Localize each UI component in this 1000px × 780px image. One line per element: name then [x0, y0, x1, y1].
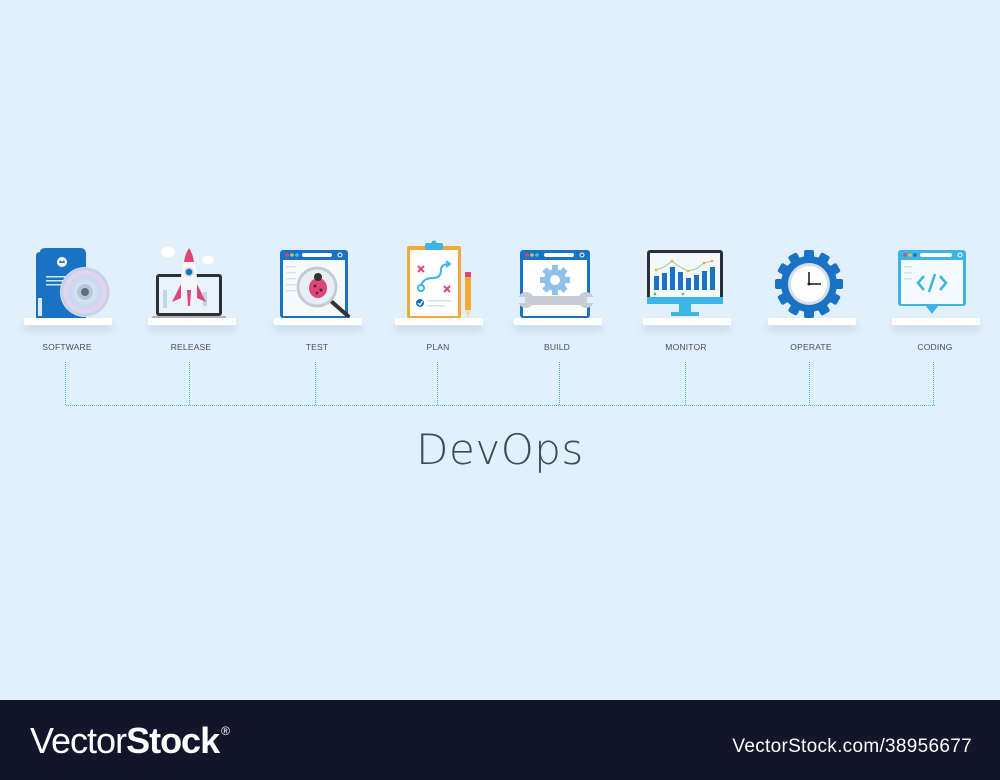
connector-plan	[437, 362, 438, 405]
shelf	[395, 318, 483, 325]
step-label: TEST	[305, 342, 329, 352]
infographic-canvas: SOFTWARE RELEASE	[22, 240, 990, 474]
step-label: SOFTWARE	[42, 342, 92, 352]
shelf	[514, 318, 602, 325]
registered-mark: ®	[221, 724, 230, 738]
step-label: PLAN	[426, 342, 450, 352]
gear-wrench-window-icon	[512, 240, 612, 324]
connector-release	[189, 362, 190, 405]
step-build: BUILD	[512, 240, 612, 360]
page-title: DevOps	[416, 425, 584, 474]
shelf	[274, 318, 362, 325]
monitor-chart-icon	[641, 240, 741, 324]
brand-bold: Stock	[126, 720, 220, 761]
connector-software	[65, 362, 66, 405]
connector-monitor	[685, 362, 686, 405]
shelf	[768, 318, 856, 325]
step-test: TEST	[272, 240, 372, 360]
step-plan: PLAN	[393, 240, 493, 360]
step-label: OPERATE	[790, 342, 832, 352]
connector-build	[559, 362, 560, 405]
code-window-icon	[890, 240, 990, 324]
gear-clock-icon	[766, 240, 866, 324]
step-label: MONITOR	[665, 342, 707, 352]
shelf	[148, 318, 236, 325]
shelf	[643, 318, 731, 325]
step-monitor: MONITOR	[641, 240, 741, 360]
footer-bar: VectorStock® VectorStock.com/38956677	[0, 700, 1000, 780]
brand-light: Vector	[30, 720, 127, 761]
connector-test	[315, 362, 316, 405]
bug-magnifier-icon	[272, 240, 372, 324]
clipboard-plan-icon	[393, 240, 493, 324]
step-label: CODING	[917, 342, 953, 352]
vectorstock-logo: VectorStock®	[30, 720, 230, 762]
step-release: RELEASE	[146, 240, 246, 360]
image-url: VectorStock.com/38956677	[732, 736, 972, 757]
step-label: BUILD	[543, 342, 571, 352]
shelf	[24, 318, 112, 325]
step-label: RELEASE	[170, 342, 212, 352]
connector-bus	[66, 405, 935, 406]
step-coding: CODING	[890, 240, 990, 360]
step-operate: OPERATE	[766, 240, 866, 360]
shelf	[892, 318, 980, 325]
software-box-cd-icon	[22, 240, 122, 324]
connector-coding	[933, 362, 934, 405]
rocket-laptop-icon	[146, 240, 246, 324]
step-software: SOFTWARE	[22, 240, 122, 360]
connector-operate	[809, 362, 810, 405]
